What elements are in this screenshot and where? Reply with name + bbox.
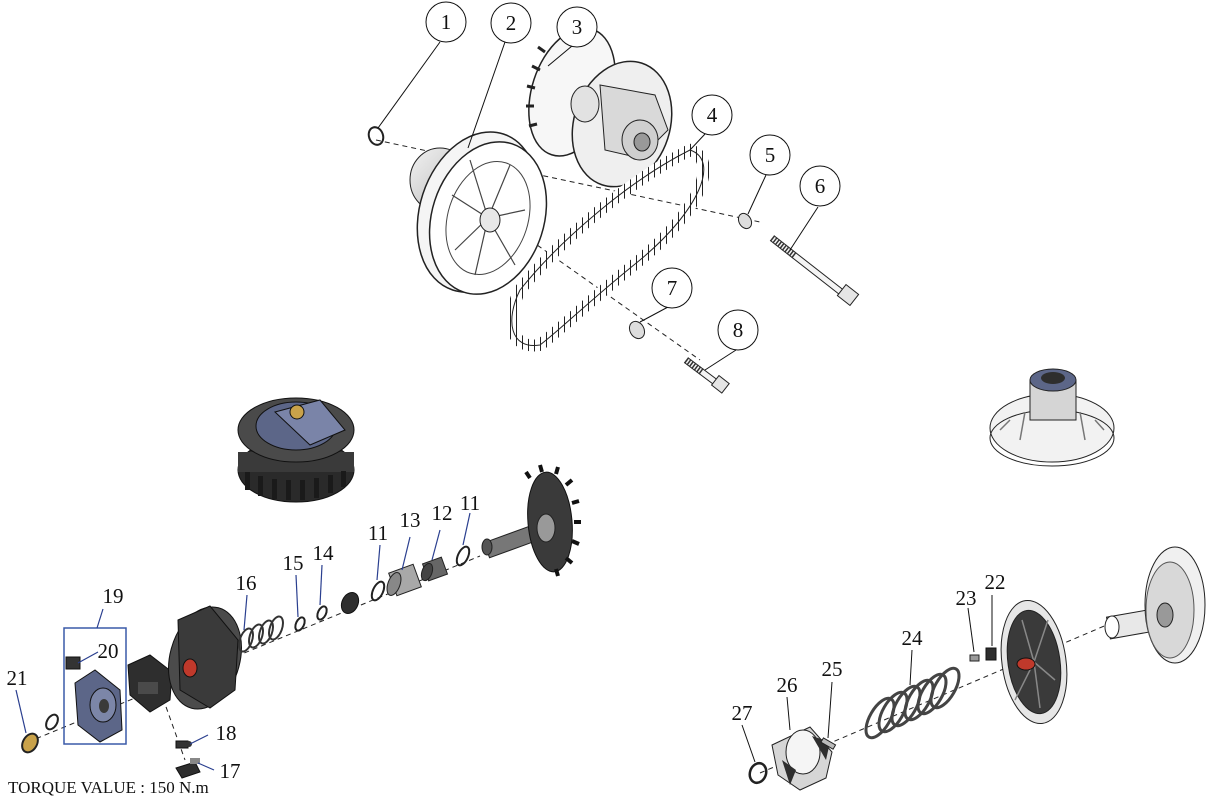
washer-part-15 bbox=[294, 616, 306, 632]
callout-4: 4 bbox=[691, 94, 733, 136]
callout-26: 26 bbox=[777, 673, 798, 697]
svg-text:3: 3 bbox=[572, 15, 583, 39]
callout-11-left: 11 bbox=[368, 521, 388, 545]
snap-ring-part-27 bbox=[748, 761, 768, 785]
svg-text:7: 7 bbox=[667, 276, 678, 300]
callout-18: 18 bbox=[216, 721, 237, 745]
callout-19: 19 bbox=[103, 584, 124, 608]
bolt-part-8 bbox=[683, 357, 730, 394]
movable-sheave-right bbox=[1000, 599, 1068, 725]
callout-21: 21 bbox=[7, 666, 28, 690]
callout-13: 13 bbox=[400, 508, 421, 532]
svg-text:6: 6 bbox=[815, 174, 826, 198]
primary-clutch-assembled-view bbox=[237, 397, 355, 503]
screw-part-23 bbox=[969, 654, 980, 662]
drive-belt-part-4 bbox=[505, 143, 710, 352]
callout-27: 27 bbox=[732, 701, 753, 725]
snap-ring-part-1 bbox=[367, 126, 385, 146]
svg-text:5: 5 bbox=[765, 143, 776, 167]
secondary-clutch-assembled-view bbox=[989, 368, 1115, 467]
button-part-22 bbox=[985, 647, 997, 661]
svg-text:1: 1 bbox=[441, 10, 452, 34]
bolt-part-6 bbox=[769, 235, 860, 307]
snap-ring-part-14 bbox=[316, 605, 328, 621]
washer-part-5 bbox=[737, 212, 753, 230]
callout-5: 5 bbox=[749, 134, 791, 176]
washer-part-7 bbox=[628, 320, 646, 340]
svg-text:8: 8 bbox=[733, 318, 744, 342]
fixed-sheave-right bbox=[1104, 546, 1206, 664]
washer-part-21 bbox=[21, 732, 39, 754]
pin-part-18 bbox=[175, 740, 192, 749]
bushing-part-12 bbox=[420, 556, 449, 582]
svg-text:2: 2 bbox=[506, 11, 517, 35]
callout-15: 15 bbox=[283, 551, 304, 575]
callout-12: 12 bbox=[432, 501, 453, 525]
callout-23: 23 bbox=[956, 586, 977, 610]
callout-11-right: 11 bbox=[460, 491, 480, 515]
callout-3: 3 bbox=[556, 6, 598, 48]
bearing-ring bbox=[340, 591, 360, 615]
fixed-sheave-shaft bbox=[481, 464, 581, 577]
spacer-ring bbox=[45, 713, 59, 731]
fixed-sheave-part-2 bbox=[409, 131, 548, 295]
cover-part-20 bbox=[65, 656, 123, 743]
bushing-part-13 bbox=[386, 563, 422, 597]
callout-7: 7 bbox=[651, 267, 693, 309]
callout-2: 2 bbox=[490, 2, 532, 44]
torque-value-note: TORQUE VALUE : 150 N.m bbox=[8, 778, 209, 797]
callout-1: 1 bbox=[425, 1, 467, 43]
movable-sheave-part-3 bbox=[526, 27, 673, 188]
callout-22: 22 bbox=[985, 570, 1006, 594]
callout-25: 25 bbox=[822, 657, 843, 681]
cam-part-26 bbox=[771, 726, 833, 791]
pin-part-25 bbox=[820, 737, 837, 750]
movable-sheave-left bbox=[168, 605, 242, 710]
spider-hub bbox=[127, 654, 173, 713]
o-ring-part-11-right bbox=[455, 545, 471, 567]
callout-8: 8 bbox=[717, 309, 759, 351]
callout-14: 14 bbox=[313, 541, 335, 565]
svg-text:4: 4 bbox=[707, 103, 718, 127]
o-ring-part-11-left bbox=[370, 580, 386, 602]
spring-part-24 bbox=[864, 666, 961, 740]
callout-24: 24 bbox=[902, 626, 924, 650]
callout-6: 6 bbox=[799, 165, 841, 207]
callout-17: 17 bbox=[220, 759, 241, 783]
assembly-box-part-19 bbox=[63, 627, 127, 745]
callout-16: 16 bbox=[236, 571, 257, 595]
clip-part-17 bbox=[175, 758, 201, 779]
left-assembly: 11 12 13 11 14 15 16 19 20 21 18 17 TORQ… bbox=[7, 397, 581, 797]
top-assembly: 1 2 3 4 5 6 7 8 bbox=[367, 1, 860, 394]
callout-20: 20 bbox=[98, 639, 119, 663]
spring-part-16 bbox=[238, 615, 284, 653]
right-assembly: 27 26 25 24 23 22 bbox=[732, 368, 1206, 791]
